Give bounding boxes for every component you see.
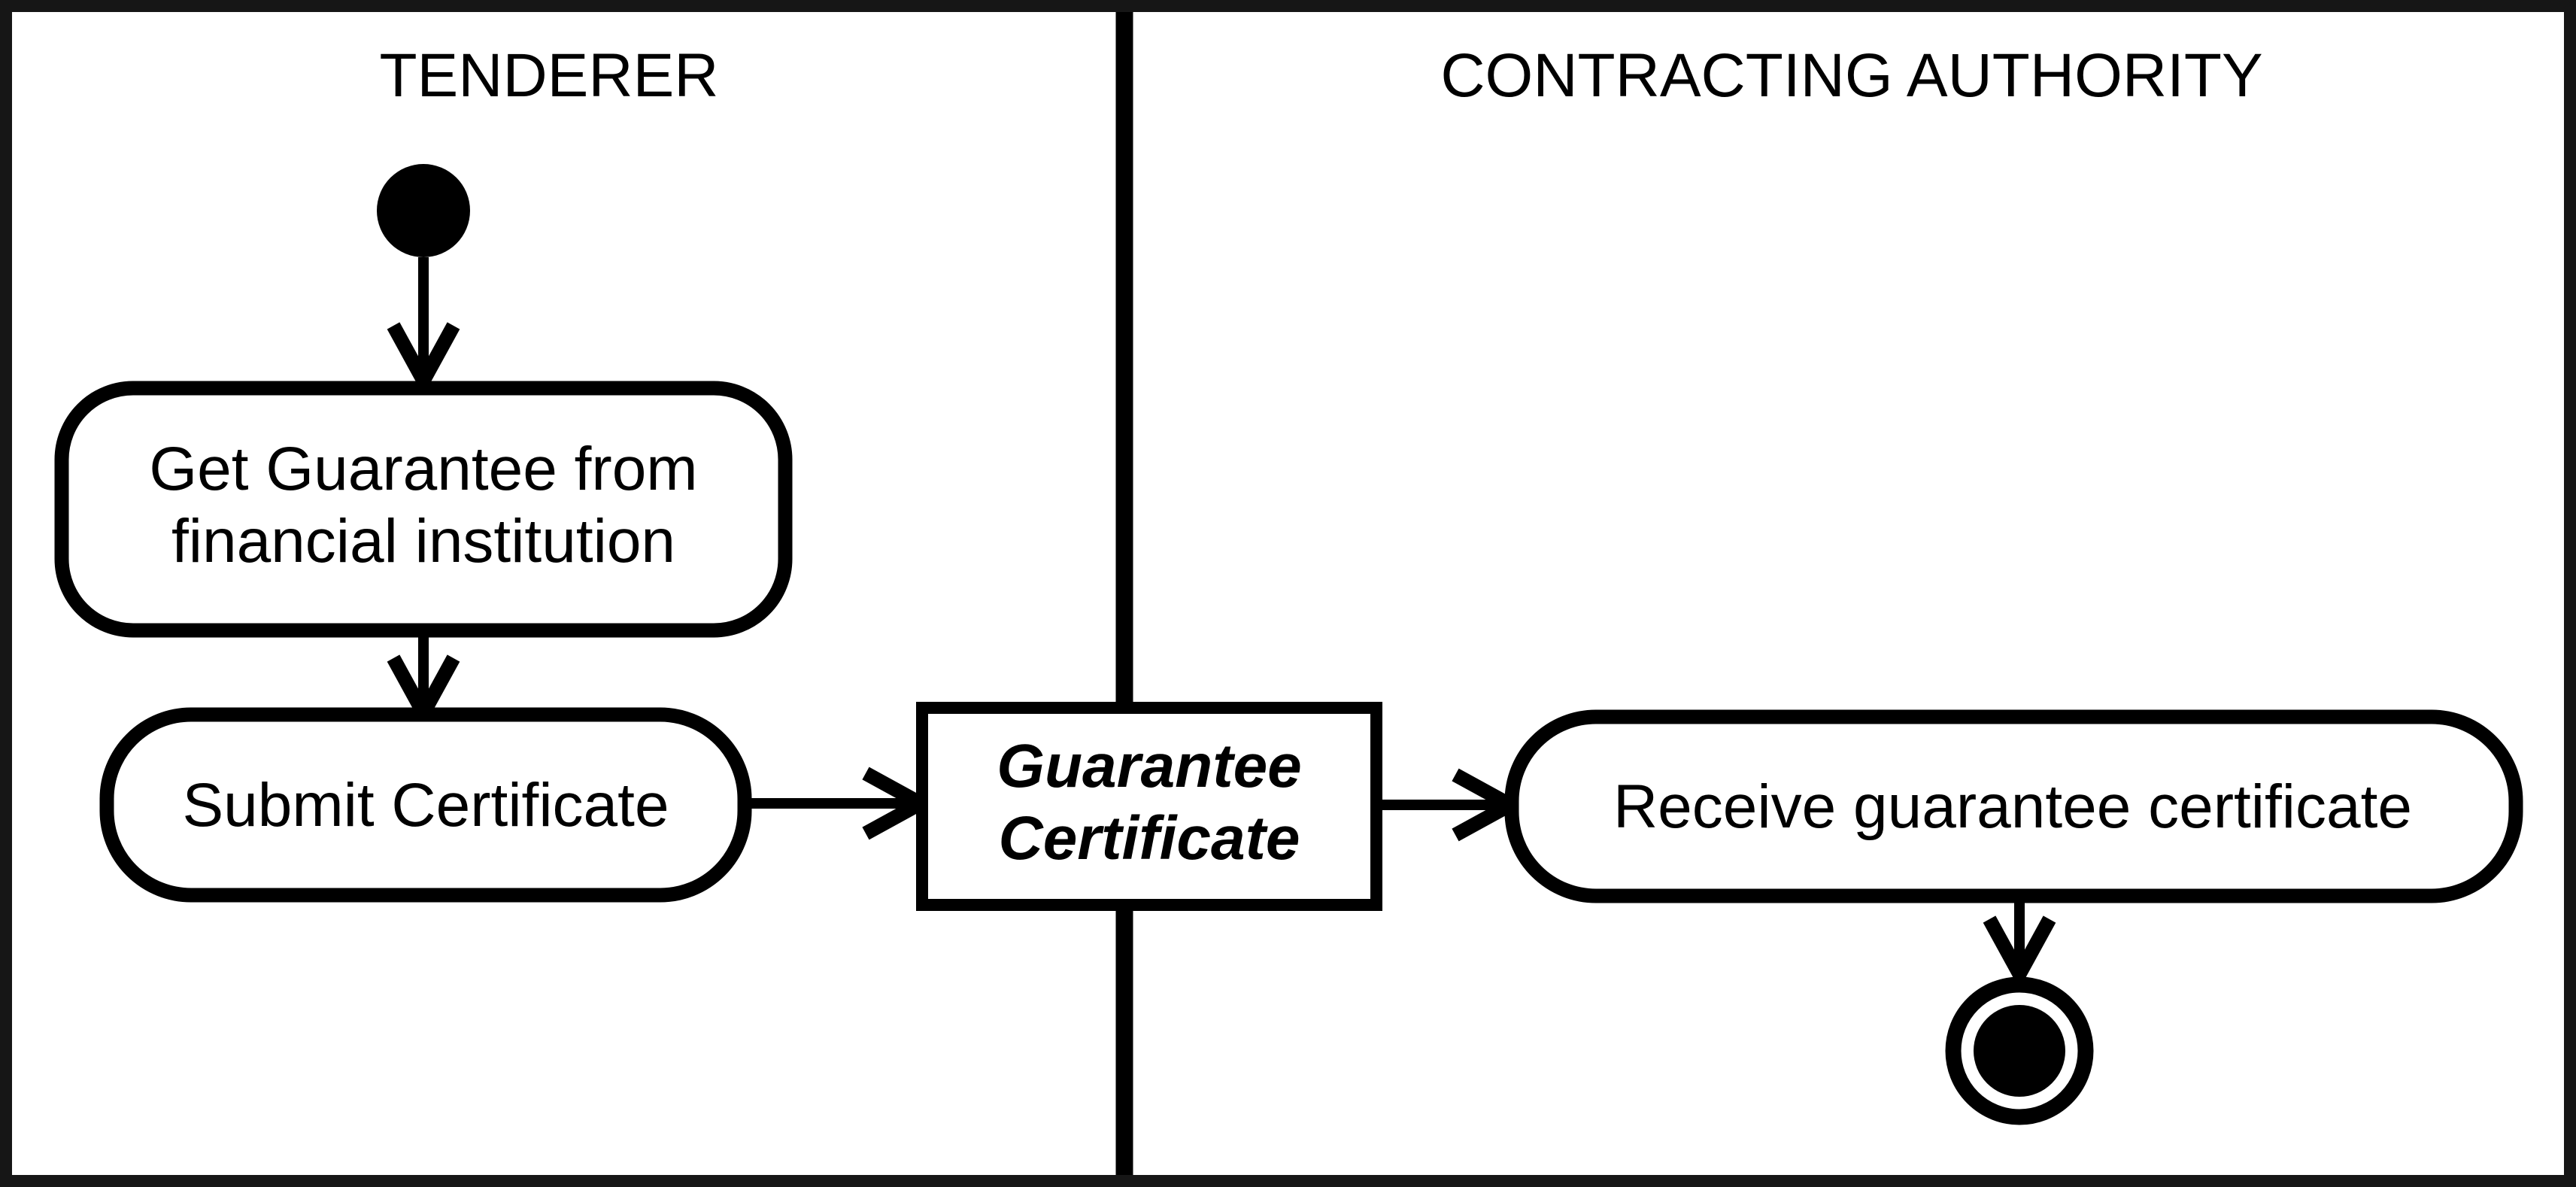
activity-get-guarantee-label-line1: Get Guarantee from	[149, 435, 697, 503]
flow-arrow-submit-to-guarantee-certificate	[748, 767, 936, 840]
initial-node	[377, 164, 470, 257]
object-guarantee-certificate: Guarantee Certificate	[916, 702, 1382, 911]
activity-submit-certificate-label: Submit Certificate	[182, 771, 669, 839]
final-node	[1945, 976, 2094, 1125]
final-node-inner-dot	[1974, 1005, 2065, 1097]
flow-arrow-guarantee-certificate-to-receive	[1376, 768, 1525, 842]
activity-get-guarantee-label-line2: financial institution	[171, 507, 675, 575]
flow-arrow-get-guarantee-to-submit	[387, 630, 460, 728]
lane-title-tenderer: TENDERER	[379, 41, 718, 110]
activity-get-guarantee: Get Guarantee from financial institution	[54, 381, 793, 638]
flow-arrow-receive-to-end	[1983, 896, 2056, 989]
lane-title-contracting-authority: CONTRACTING AUTHORITY	[1440, 41, 2262, 110]
object-guarantee-certificate-label-line1: Guarantee	[997, 732, 1302, 800]
activity-receive-certificate-label: Receive guarantee certificate	[1613, 773, 2412, 841]
activity-submit-certificate: Submit Certificate	[99, 707, 752, 903]
activity-receive-certificate: Receive guarantee certificate	[1504, 709, 2523, 903]
object-guarantee-certificate-label-line2: Certificate	[998, 804, 1300, 873]
flow-arrow-start-to-get-guarantee	[387, 257, 460, 396]
